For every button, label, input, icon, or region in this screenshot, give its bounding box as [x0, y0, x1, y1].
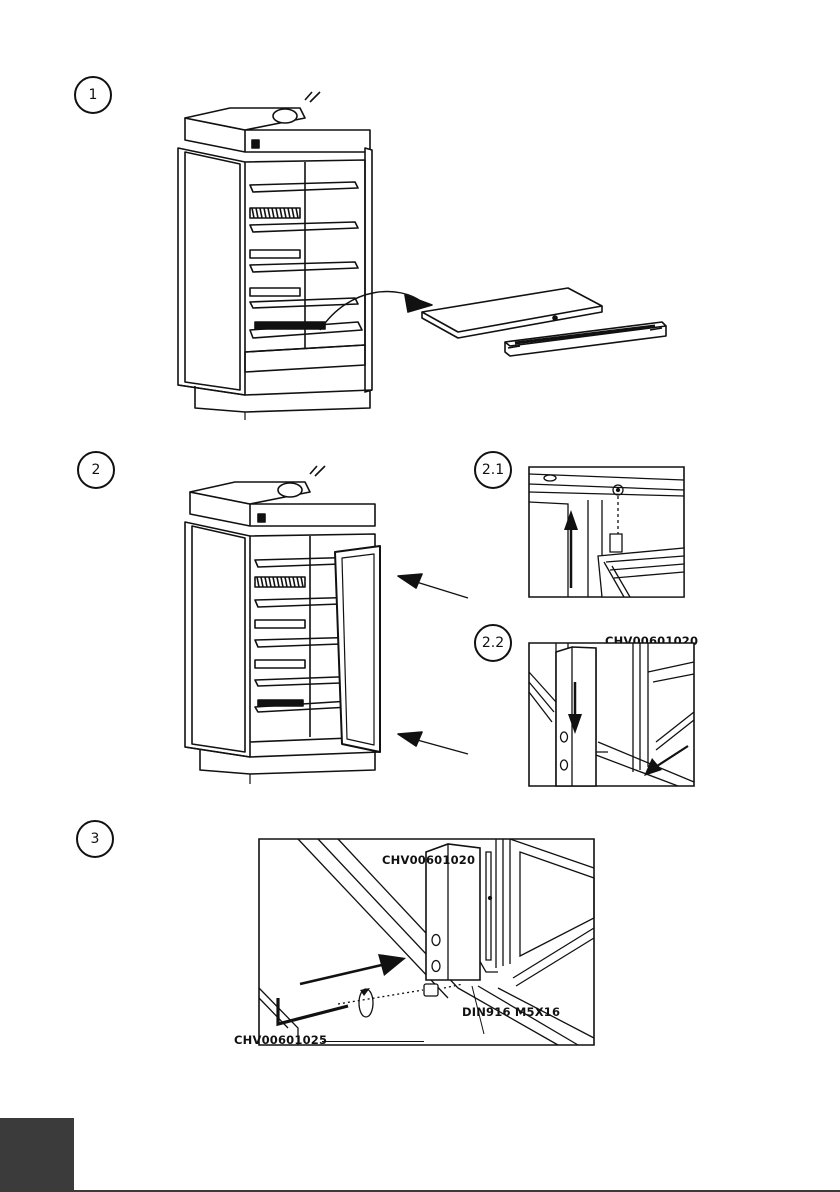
step-2-cabinet-illustration	[180, 462, 480, 792]
step-2-1-number: 2.1	[482, 462, 504, 478]
page-tab	[0, 1118, 74, 1192]
step-3-number: 3	[91, 831, 100, 847]
step-1-number: 1	[89, 87, 98, 103]
step-2-2-badge: 2.2	[474, 624, 512, 662]
step-2-number: 2	[92, 462, 101, 478]
step-1-cabinet-illustration	[150, 90, 690, 420]
step-1-badge: 1	[74, 76, 112, 114]
step-3-badge: 3	[76, 820, 114, 858]
allen-key-part-label: CHV00601025	[234, 1033, 327, 1047]
step-2-2-detail-illustration	[528, 642, 695, 787]
step-2-2-number: 2.2	[482, 635, 504, 651]
step-2-1-badge: 2.1	[474, 451, 512, 489]
step-2-badge: 2	[77, 451, 115, 489]
screw-part-label: DIN916 M5X16	[462, 1005, 560, 1019]
step-2-1-detail-illustration	[528, 466, 685, 598]
hinge-block-detail-part-label: CHV00601020	[382, 853, 475, 867]
allen-key-leader-line	[322, 1041, 424, 1042]
